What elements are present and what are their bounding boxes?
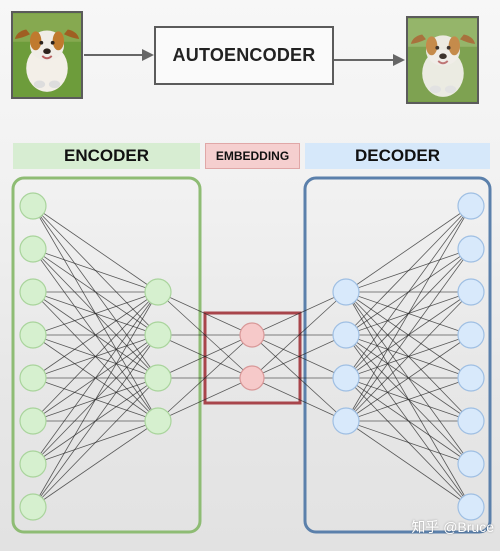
network-edge [32, 377, 159, 508]
autoencoder-box: AUTOENCODER [154, 26, 334, 85]
encoder-input-node [19, 321, 47, 349]
decoder-hidden-node [332, 278, 360, 306]
network-edge [32, 291, 159, 465]
decoder-output-node [457, 192, 485, 220]
encoder-input-node [19, 364, 47, 392]
network-edges [32, 205, 472, 508]
encoder-label: ENCODER [63, 146, 149, 165]
network-edge [32, 291, 159, 379]
embedding-label: EMBEDDING [215, 149, 290, 163]
network-edge [157, 334, 253, 379]
decoder-output-node [457, 278, 485, 306]
network-edge [251, 291, 347, 336]
network-edge [32, 205, 159, 293]
output-image [406, 16, 479, 104]
network-edge [345, 334, 472, 422]
network-edge [345, 205, 472, 293]
encoder-hidden-node [144, 278, 172, 306]
network-edge [345, 291, 472, 422]
encoder-header: ENCODER [13, 143, 200, 169]
network-edge [345, 205, 472, 379]
decoder-hidden-node [332, 407, 360, 435]
encoder-input-node [19, 235, 47, 263]
network-edge [345, 420, 472, 508]
autoencoder-label: AUTOENCODER [172, 45, 316, 65]
decoder-hidden-node [332, 364, 360, 392]
watermark-text: 知乎 @Bruce [411, 519, 494, 535]
network-edge [32, 291, 159, 336]
network-edge [157, 334, 253, 422]
network-edge [32, 334, 159, 508]
encoder-input-node [19, 450, 47, 478]
network-edge [251, 334, 347, 379]
decoder-output-node [457, 407, 485, 435]
embedding-header: EMBEDDING [205, 143, 300, 169]
network-edge [345, 205, 472, 336]
decoder-header: DECODER [305, 143, 490, 169]
network-edge [251, 377, 347, 422]
network-nodes [19, 192, 485, 521]
encoder-input-node [19, 278, 47, 306]
dog-image-icon [408, 18, 477, 102]
encoder-hidden-node [144, 364, 172, 392]
decoder-box [303, 176, 492, 534]
encoder-input-node [19, 493, 47, 521]
decoder-output-node [457, 321, 485, 349]
encoder-hidden-node [144, 321, 172, 349]
embedding-node [239, 365, 265, 391]
input-arrow-head [142, 49, 154, 61]
encoder-hidden-node [144, 407, 172, 435]
input-image [11, 11, 83, 99]
network-edge [32, 291, 159, 422]
encoder-box [11, 176, 202, 534]
encoder-input-node [19, 407, 47, 435]
network-edge [345, 377, 472, 422]
network-edge [345, 420, 472, 465]
decoder-label: DECODER [354, 146, 440, 165]
network-edge [345, 205, 472, 422]
output-arrow-head [393, 54, 405, 66]
decoder-output-node [457, 493, 485, 521]
network-edge [32, 420, 159, 508]
decoder-output-node [457, 364, 485, 392]
network-edge [251, 291, 347, 379]
decoder-output-node [457, 450, 485, 478]
network-edge [157, 291, 253, 336]
network-edge [32, 291, 159, 508]
decoder-output-node [457, 235, 485, 263]
encoder-input-node [19, 192, 47, 220]
embedding-box [203, 311, 302, 405]
network-edge [157, 377, 253, 422]
network-edge [32, 248, 159, 293]
dog-image-icon [13, 13, 81, 97]
embedding-node [239, 322, 265, 348]
decoder-hidden-node [332, 321, 360, 349]
network-edge [345, 248, 472, 422]
